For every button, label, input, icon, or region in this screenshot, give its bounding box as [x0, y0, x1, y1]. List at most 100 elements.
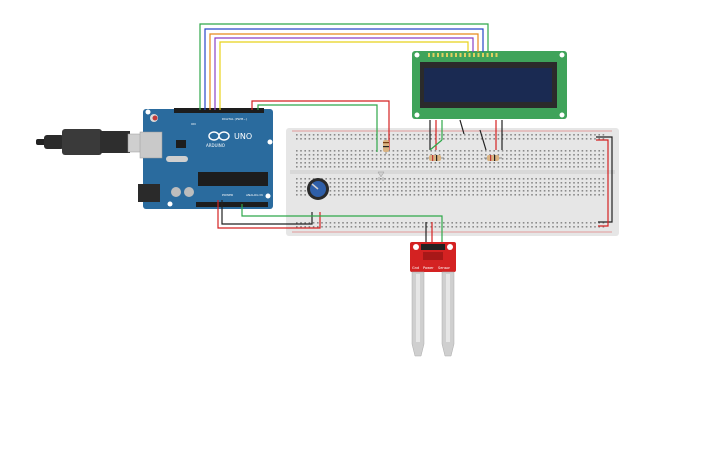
- breadboard-hole: [577, 154, 579, 156]
- breadboard-hole: [438, 166, 441, 168]
- breadboard-hole: [417, 194, 420, 196]
- breadboard-hole: [396, 134, 399, 136]
- breadboard-hole: [552, 162, 554, 164]
- breadboard-hole: [392, 186, 395, 188]
- breadboard-hole: [422, 190, 424, 192]
- breadboard-hole: [564, 134, 567, 136]
- resistor-1: [383, 138, 389, 154]
- breadboard-hole: [447, 166, 449, 168]
- breadboard-hole: [413, 186, 416, 188]
- sensor-pin-gnd-label: Gnd: [412, 266, 419, 270]
- breadboard-hole: [304, 166, 306, 168]
- breadboard-hole: [506, 162, 508, 164]
- breadboard-hole: [325, 178, 327, 180]
- breadboard-hole: [514, 186, 516, 188]
- breadboard-hole: [367, 178, 369, 180]
- breadboard-hole: [543, 150, 546, 152]
- breadboard-hole: [380, 190, 382, 192]
- breadboard-hole: [371, 190, 374, 192]
- breadboard-hole: [548, 194, 550, 196]
- breadboard-hole: [577, 138, 579, 140]
- breadboard-hole: [459, 186, 462, 188]
- breadboard-hole: [556, 190, 558, 192]
- breadboard-hole: [464, 182, 466, 184]
- breadboard-hole: [573, 194, 575, 196]
- breadboard-hole: [426, 134, 428, 136]
- breadboard-hole: [401, 186, 403, 188]
- breadboard-hole: [552, 158, 554, 160]
- breadboard-hole: [527, 162, 529, 164]
- breadboard-hole: [560, 222, 563, 224]
- breadboard-hole: [354, 162, 357, 164]
- breadboard-hole: [468, 182, 470, 184]
- breadboard-hole: [468, 134, 470, 136]
- breadboard-hole: [346, 134, 348, 136]
- breadboard-hole: [434, 154, 437, 156]
- breadboard-hole: [312, 226, 315, 228]
- breadboard-hole: [367, 226, 369, 228]
- breadboard-hole: [417, 186, 420, 188]
- breadboard-hole: [594, 226, 596, 228]
- breadboard-hole: [312, 150, 315, 152]
- breadboard-hole: [459, 166, 462, 168]
- breadboard-hole: [413, 190, 416, 192]
- breadboard-hole: [363, 178, 365, 180]
- wire-lcd-rw: [459, 119, 465, 135]
- breadboard-hole: [585, 166, 588, 168]
- breadboard-hole: [497, 186, 500, 188]
- breadboard-hole: [350, 190, 353, 192]
- breadboard-hole: [380, 158, 382, 160]
- breadboard-hole: [401, 178, 403, 180]
- breadboard-hole: [350, 186, 353, 188]
- breadboard-hole: [304, 154, 306, 156]
- breadboard-hole: [417, 182, 420, 184]
- sensor-pin-sensor-label: Sensor: [438, 266, 451, 270]
- resistor-3: [484, 155, 502, 161]
- breadboard-hole: [489, 166, 491, 168]
- breadboard-hole: [371, 134, 374, 136]
- breadboard-hole: [514, 190, 516, 192]
- breadboard-hole: [539, 166, 542, 168]
- breadboard-hole: [304, 138, 306, 140]
- breadboard-hole: [485, 158, 487, 160]
- breadboard-hole: [455, 194, 458, 196]
- breadboard-hole: [476, 186, 479, 188]
- breadboard-hole: [321, 154, 323, 156]
- breadboard-hole: [518, 222, 521, 224]
- breadboard-hole: [346, 194, 348, 196]
- arduino-brand-label: ARDUINO: [206, 143, 225, 148]
- breadboard-hole: [434, 162, 437, 164]
- breadboard-hole: [560, 166, 563, 168]
- breadboard-hole: [359, 154, 361, 156]
- arduino-on-label: ON: [191, 122, 196, 126]
- breadboard-hole: [384, 186, 386, 188]
- breadboard-hole: [472, 222, 474, 224]
- breadboard-hole: [548, 138, 550, 140]
- breadboard-hole: [426, 182, 428, 184]
- breadboard-hole: [552, 154, 554, 156]
- breadboard-hole: [409, 194, 411, 196]
- breadboard-hole: [392, 194, 395, 196]
- breadboard-hole: [472, 226, 474, 228]
- breadboard-hole: [514, 158, 516, 160]
- breadboard-hole: [527, 186, 529, 188]
- breadboard-hole: [552, 178, 554, 180]
- breadboard-hole: [409, 190, 411, 192]
- breadboard-hole: [321, 162, 323, 164]
- breadboard-hole: [396, 162, 399, 164]
- breadboard-hole: [300, 190, 302, 192]
- breadboard-hole: [581, 166, 584, 168]
- arduino-infinity-logo: [208, 131, 230, 141]
- breadboard-hole: [472, 182, 474, 184]
- breadboard-hole: [598, 162, 600, 164]
- breadboard-hole: [388, 194, 390, 196]
- lcd-pin: [459, 53, 462, 57]
- breadboard-hole: [438, 154, 441, 156]
- breadboard-hole: [333, 178, 336, 180]
- breadboard-hole: [405, 154, 407, 156]
- breadboard-hole: [422, 158, 424, 160]
- breadboard-hole: [329, 222, 332, 224]
- breadboard-hole: [594, 138, 596, 140]
- breadboard-hole: [581, 178, 584, 180]
- breadboard-hole: [359, 190, 361, 192]
